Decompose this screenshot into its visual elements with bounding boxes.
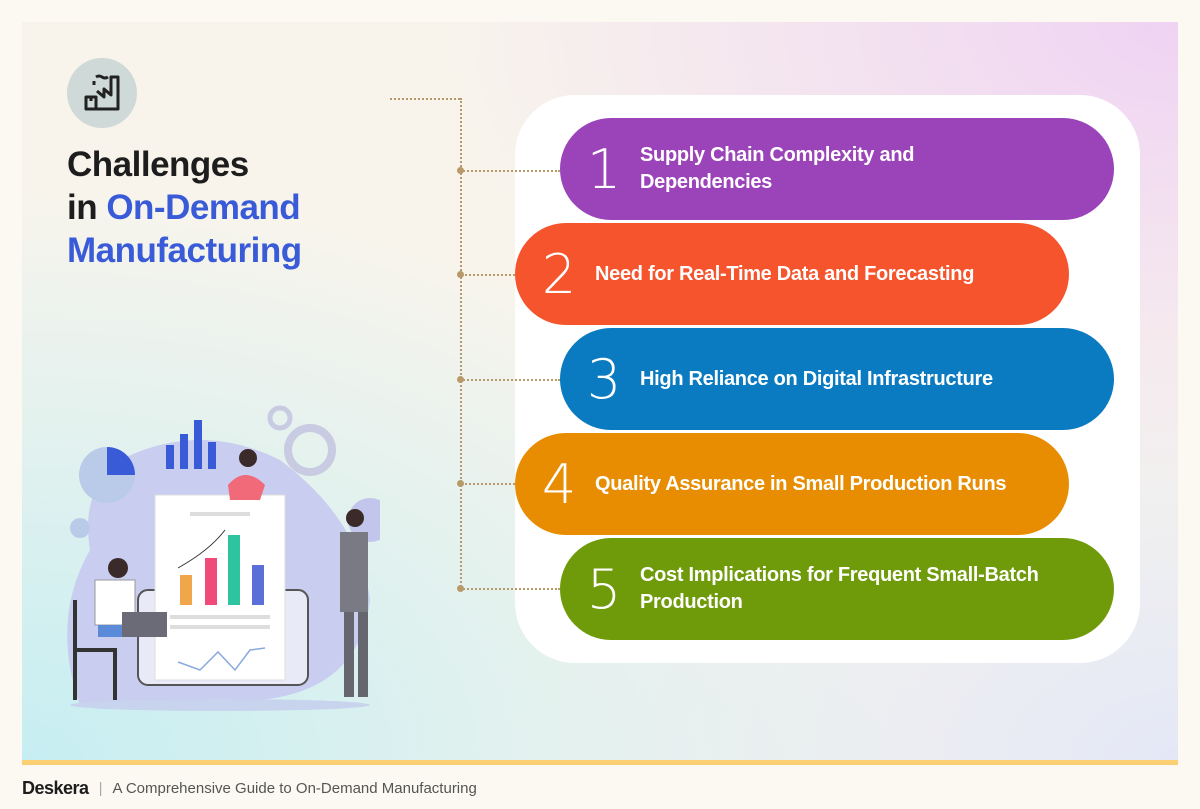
connector-dot — [457, 271, 464, 278]
challenge-text: Cost Implications for Frequent Small-Bat… — [640, 564, 1039, 613]
title-highlight: On-Demand — [106, 188, 301, 227]
connector-dot — [457, 480, 464, 487]
connector-dot — [457, 167, 464, 174]
title-line-2-prefix: in — [67, 188, 107, 227]
challenge-text: Quality Assurance in Small Production Ru… — [595, 472, 1007, 495]
footer-separator: | — [98, 780, 103, 797]
page-title: Challenges in On-Demand Manufacturing — [67, 143, 302, 272]
challenge-text: High Reliance on Digital Infrastructure — [640, 367, 993, 390]
challenge-number: 4 — [541, 452, 577, 516]
connector-line — [390, 98, 460, 100]
challenge-item-2: 2 Need for Real-Time Data and Forecastin… — [515, 223, 1069, 325]
connector-line — [460, 588, 560, 590]
connector-dot — [457, 376, 464, 383]
challenge-number: 5 — [586, 557, 622, 621]
connector-line — [460, 98, 462, 590]
challenge-number: 2 — [541, 242, 577, 306]
footer-subtitle: A Comprehensive Guide to On-Demand Manuf… — [112, 780, 477, 797]
connector-line — [460, 170, 560, 172]
challenge-item-5: 5 Cost Implications for Frequent Small-B… — [560, 538, 1114, 640]
connector-line — [460, 274, 515, 276]
title-line-3: Manufacturing — [67, 231, 302, 270]
brand-logo: Deskera — [22, 778, 89, 798]
challenge-number: 3 — [586, 347, 622, 411]
challenge-item-3: 3 High Reliance on Digital Infrastructur… — [560, 328, 1114, 430]
challenge-text: Need for Real-Time Data and Forecasting — [595, 262, 975, 285]
connector-line — [460, 379, 560, 381]
connector-dot — [457, 585, 464, 592]
challenge-number: 1 — [586, 137, 622, 201]
accent-bar — [22, 760, 1178, 765]
challenge-item-4: 4 Quality Assurance in Small Production … — [515, 433, 1069, 535]
footer: Deskera | A Comprehensive Guide to On-De… — [22, 778, 477, 799]
title-line-1: Challenges — [67, 145, 249, 184]
factory-icon — [67, 58, 137, 128]
team-analytics-illustration — [60, 400, 392, 720]
challenge-text: Supply Chain Complexity and Dependencies — [640, 144, 915, 193]
challenge-item-1: 1 Supply Chain Complexity and Dependenci… — [560, 118, 1114, 220]
connector-line — [460, 483, 515, 485]
